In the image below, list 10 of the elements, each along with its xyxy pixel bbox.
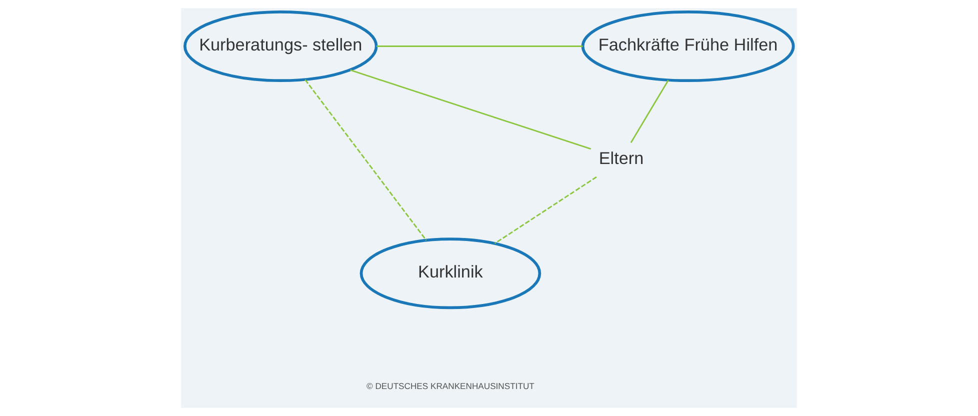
node-ellipse: Fachkräfte Frühe Hilfen [581, 10, 795, 82]
connector [376, 46, 583, 47]
node-ellipse: Kurklinik [360, 238, 542, 310]
connector [304, 79, 427, 241]
label: © DEUTSCHES KRANKENHAUSINSTITUT [366, 381, 534, 392]
connector [350, 69, 592, 150]
connector [630, 80, 669, 143]
node-ellipse: Kurberatungs- stellen [183, 10, 378, 82]
connector [494, 176, 597, 244]
node-text: Eltern [598, 148, 644, 168]
